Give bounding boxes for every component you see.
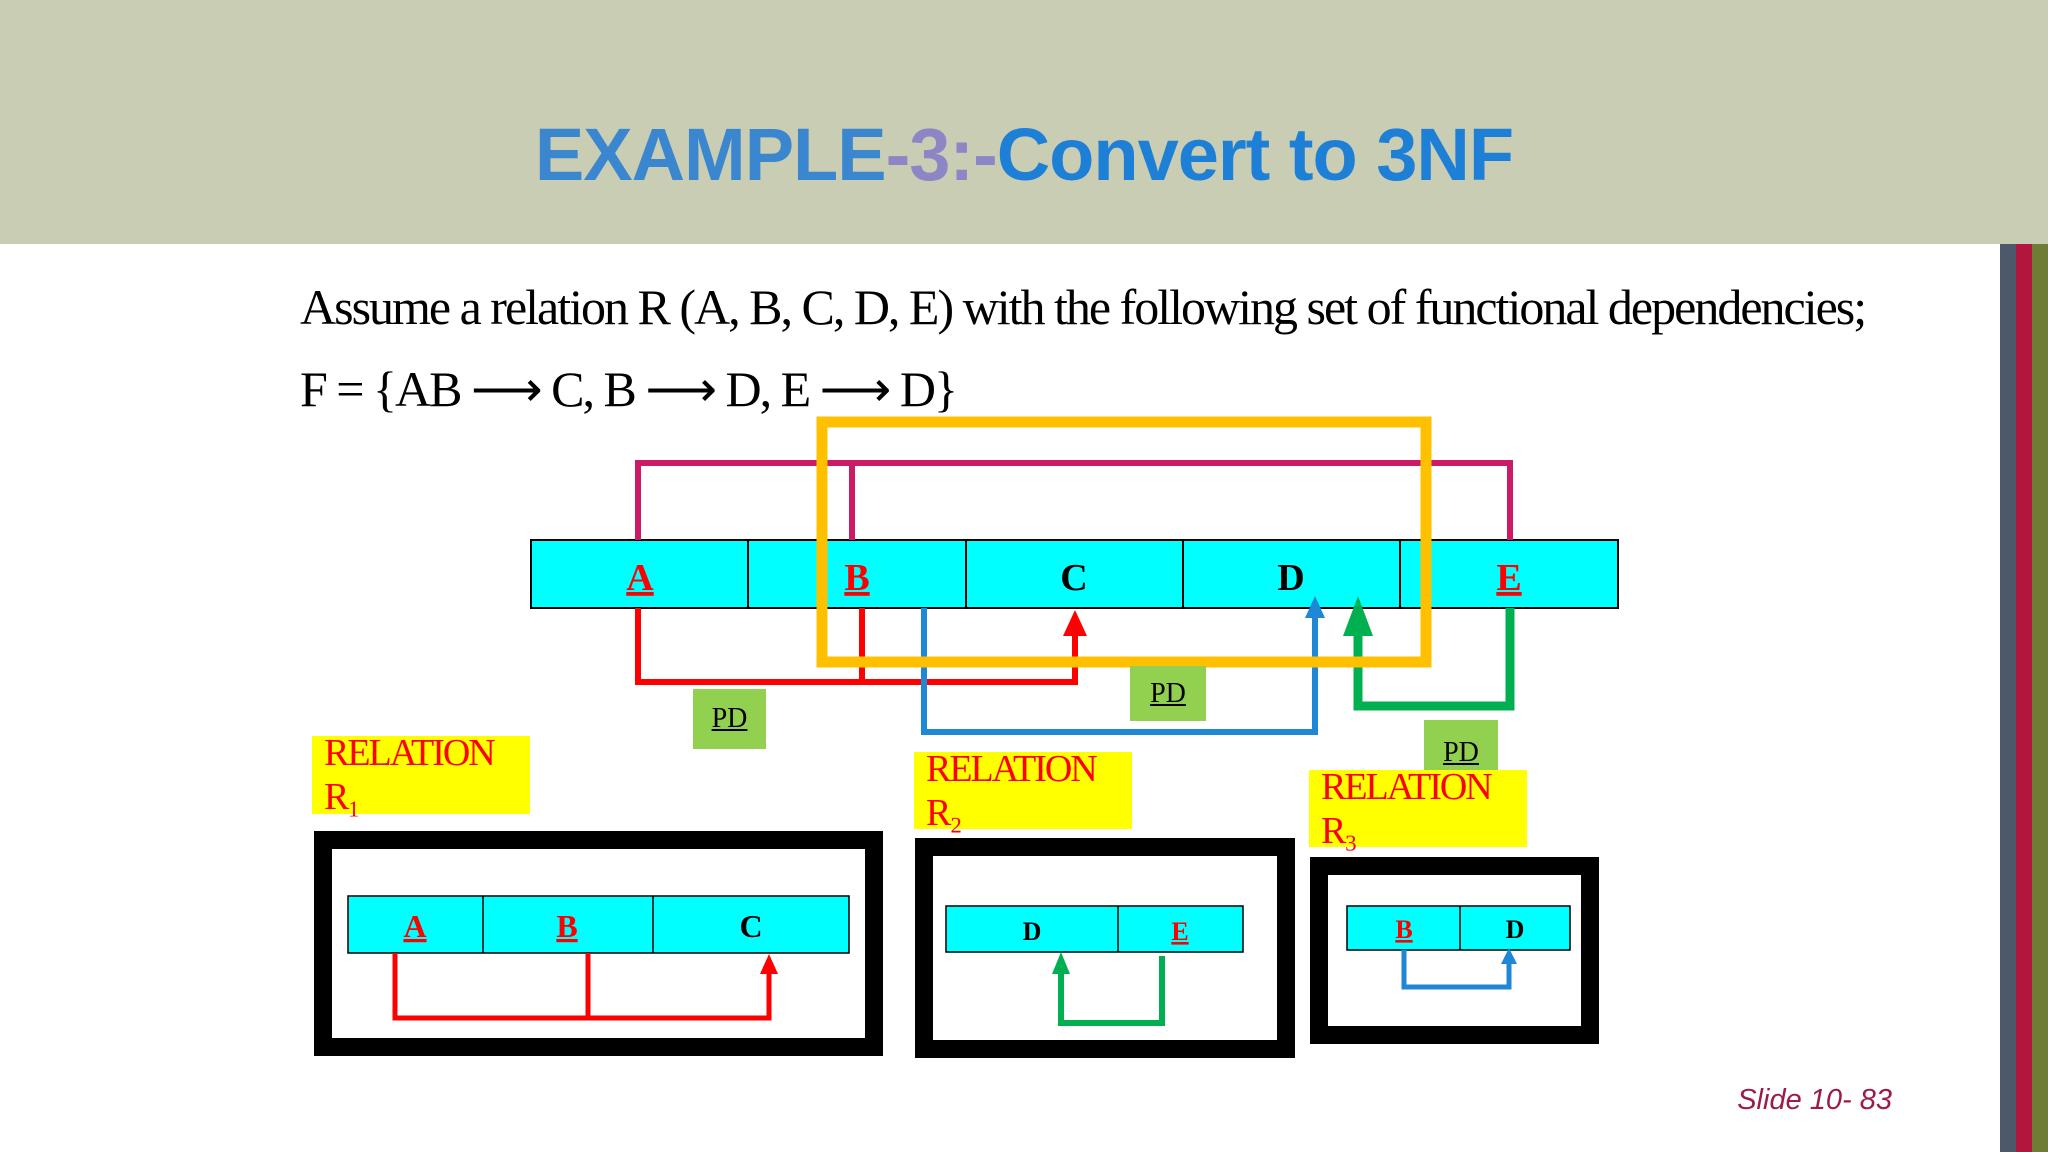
title-part-3: Convert to 3NF [996, 113, 1514, 196]
relation-r3-label: RELATION R₃ [1309, 766, 1527, 852]
highlight-box [816, 416, 1432, 668]
pd-label-ab-c: PD [693, 689, 766, 749]
side-stripe-slate [2000, 244, 2016, 1152]
r3-attr-d: D [1506, 915, 1525, 944]
main-attr-b: B [844, 557, 869, 599]
slide-title: EXAMPLE-3:-Convert to 3NF [0, 112, 2048, 197]
r2-attr-d: D [1023, 917, 1042, 946]
main-attr-c: C [1060, 557, 1087, 599]
dependency-set: F = {AB ⟶ C, B ⟶ D, E ⟶ D} [300, 361, 958, 417]
main-relation-table: A B C D E [530, 539, 1619, 609]
main-attr-e: E [1496, 557, 1521, 599]
r1-attr-c: C [739, 908, 762, 944]
problem-statement: Assume a relation R (A, B, C, D, E) with… [300, 279, 1867, 335]
r3-fd-arrow [1401, 948, 1517, 990]
relation-r1-row [347, 895, 850, 954]
relation-r1-label: RELATION R₁ [312, 732, 530, 818]
relation-r3-row [1346, 905, 1571, 951]
key-bracket-outer [635, 460, 1513, 540]
r1-fd-arrow [392, 953, 778, 1021]
pd-label-b-d: PD [1130, 666, 1206, 721]
r1-attr-a: A [403, 908, 426, 944]
side-stripe-olive [2032, 244, 2048, 1152]
title-part-1: EXAMPLE [534, 113, 887, 196]
relation-r2-label: RELATION R₂ [914, 748, 1132, 834]
main-attr-d: D [1277, 557, 1304, 599]
slide-header [0, 0, 2048, 244]
r1-attr-b: B [556, 908, 577, 944]
fd-e-to-d-arrow [1343, 596, 1515, 711]
relation-r1-table: A B C [314, 831, 883, 1056]
r2-attr-e: E [1171, 917, 1188, 946]
key-bracket [635, 460, 1513, 540]
fd-b-to-d-arrow [921, 596, 1325, 735]
main-attr-a: A [626, 557, 654, 599]
side-stripe-crimson [2016, 244, 2032, 1152]
relation-r2-table: D E [915, 838, 1295, 1058]
r2-fd-arrow [1052, 952, 1165, 1026]
main-relation-row [530, 539, 1619, 609]
title-part-2: -3:- [885, 113, 998, 196]
relation-r2-row [945, 905, 1244, 953]
fd-ab-to-c-arrow [635, 608, 1087, 685]
r3-attr-b: B [1395, 915, 1412, 944]
slide-number: Slide 10- 83 [1737, 1084, 1892, 1116]
relation-r3-table: B D [1310, 857, 1599, 1044]
